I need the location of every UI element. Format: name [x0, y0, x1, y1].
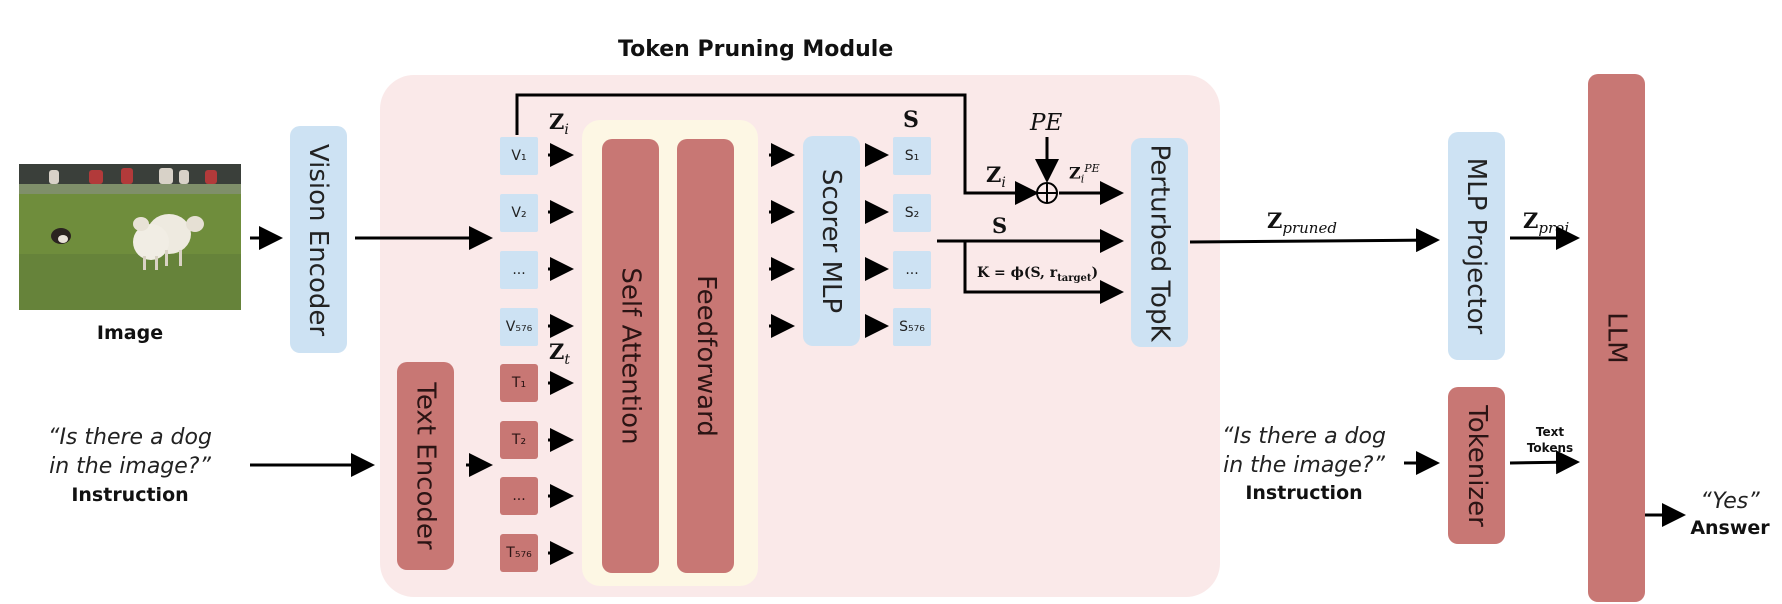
- z-i-pe-label: ZiPE: [1069, 162, 1100, 186]
- input-image: [19, 164, 241, 310]
- mlp-projector-block: MLP Projector: [1448, 132, 1505, 360]
- s-label: S: [903, 107, 919, 133]
- tokenizer-block: Tokenizer: [1448, 387, 1505, 544]
- score-token: S₁: [893, 137, 931, 175]
- self-attention-block: Self Attention: [602, 139, 659, 573]
- z-i-top-label: Zi: [986, 162, 1006, 192]
- text-token: T₁: [500, 364, 538, 402]
- answer-text: “Yes”: [1700, 489, 1760, 514]
- k-formula-label: K = ϕ(S, rtarget): [977, 265, 1099, 284]
- score-token: ...: [893, 251, 931, 289]
- instruction-text: “Is there a dog in the image?”: [48, 425, 212, 479]
- vision-token: ...: [500, 251, 538, 289]
- z-pruned-label: Zpruned: [1267, 208, 1337, 238]
- feedforward-block: Feedforward: [677, 139, 734, 573]
- answer-label: Answer: [1690, 517, 1770, 539]
- z-t-label: Zt: [549, 339, 570, 369]
- instruction-label: Instruction: [71, 484, 189, 506]
- s-arrow-label: S: [992, 213, 1008, 238]
- z-i-label: Zi: [549, 109, 569, 139]
- oplus-icon: [1036, 182, 1058, 204]
- pe-label: PE: [1030, 110, 1063, 136]
- vision-encoder-block: Vision Encoder: [290, 126, 347, 353]
- vision-token: V₁: [500, 137, 538, 175]
- module-title: Token Pruning Module: [618, 37, 894, 62]
- text-token: ...: [500, 477, 538, 515]
- image-label: Image: [96, 322, 164, 344]
- arrow-skip-zi: [515, 93, 1039, 205]
- score-token: S₅₇₆: [893, 308, 931, 346]
- text-token: T₂: [500, 421, 538, 459]
- score-token: S₂: [893, 194, 931, 232]
- vision-token: V₅₇₆: [500, 308, 538, 346]
- text-encoder-block: Text Encoder: [397, 362, 454, 570]
- perturbed-topk-block: Perturbed TopK: [1131, 138, 1188, 347]
- arrow-tokenizer-to-llm: [1509, 450, 1580, 475]
- arrow-zpruned: [1189, 228, 1440, 253]
- vision-token: V₂: [500, 194, 538, 232]
- llm-block: LLM: [1588, 74, 1645, 602]
- text-tokens-label-line1: Text: [1535, 425, 1565, 439]
- scorer-mlp-block: Scorer MLP: [803, 136, 860, 346]
- instruction-text-right: “Is there a dog in the image?”: [1222, 424, 1386, 478]
- arrow-k-to-topk: [963, 241, 1124, 304]
- instruction-label-right: Instruction: [1245, 482, 1363, 504]
- text-token: T₅₇₆: [500, 534, 538, 572]
